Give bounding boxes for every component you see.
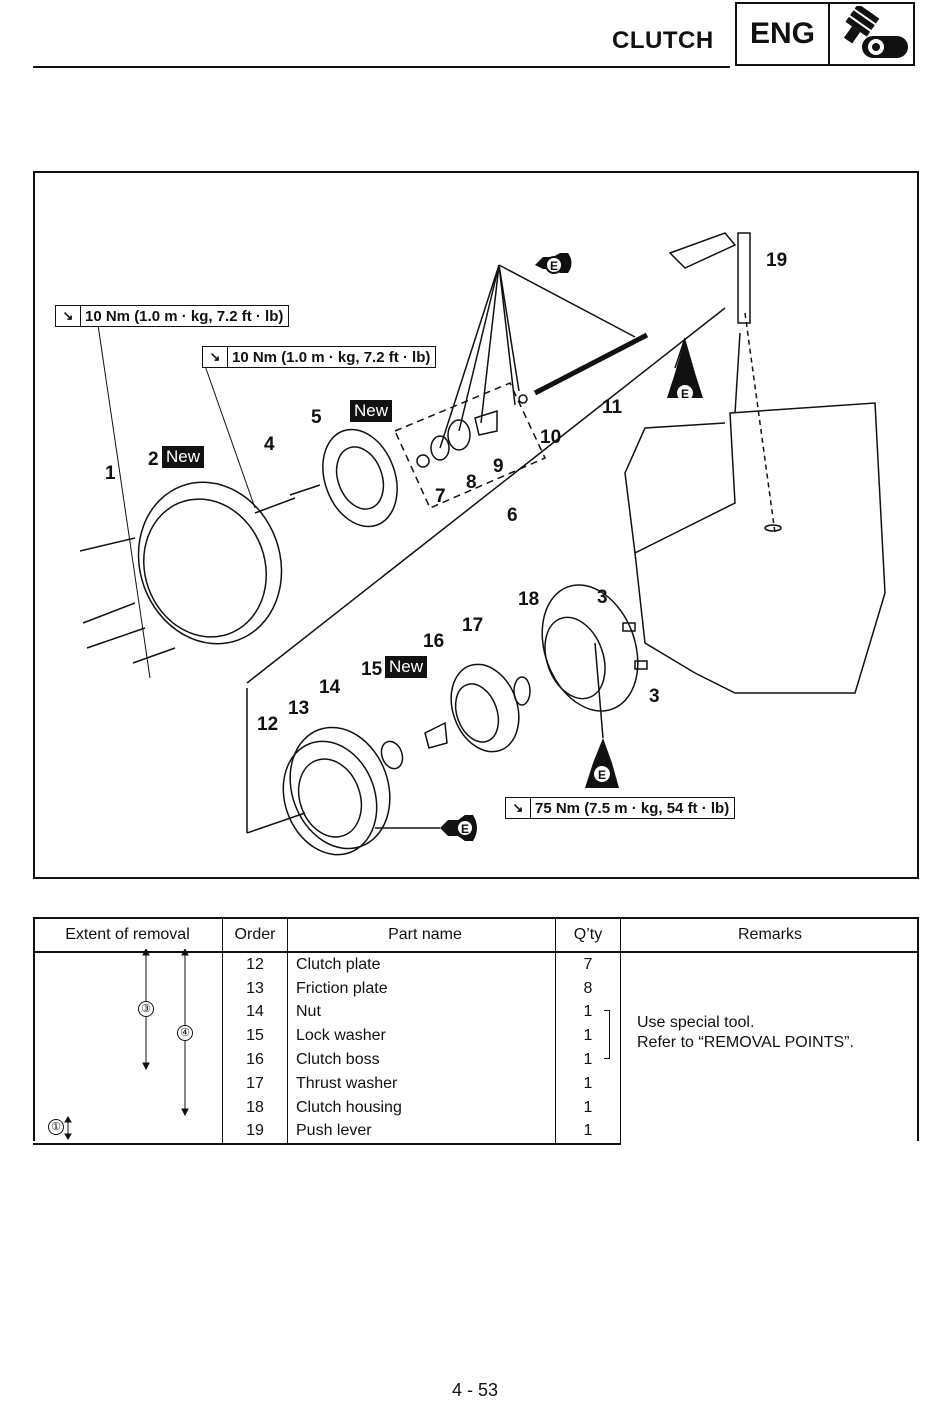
callout-18: 18 <box>518 589 539 610</box>
wrench-icon: ↘ <box>56 306 81 326</box>
col-extent: Extent of removal <box>33 917 223 953</box>
table-row: 16 Clutch boss 1 <box>33 1048 919 1072</box>
torque-label: ↘ 75 Nm (7.5 m · kg, 54 ft · lb) <box>505 797 736 819</box>
section-tab-label: ENG <box>737 4 830 64</box>
callout-12: 12 <box>257 714 278 735</box>
extent-marker: ④ <box>177 1025 193 1041</box>
extent-marker: ③ <box>138 1001 154 1017</box>
svg-text:E: E <box>598 768 606 782</box>
table-border-right <box>917 917 919 1141</box>
table-row: 13 Friction plate 8 <box>33 976 919 1001</box>
new-tag: New <box>350 400 393 422</box>
remark-line: Refer to “REMOVAL POINTS”. <box>637 1034 854 1051</box>
engine-oil-marker: E <box>667 338 703 401</box>
callout-16: 16 <box>423 631 444 652</box>
remarks-cell: Use special tool. Refer to “REMOVAL POIN… <box>620 952 919 1145</box>
new-tag: New <box>385 656 428 678</box>
callout-7: 7 <box>435 486 446 507</box>
table-row: 14 Nut 1 <box>33 1000 919 1025</box>
torque-label: ↘ 10 Nm (1.0 m · kg, 7.2 ft · lb) <box>202 346 437 368</box>
table-border-left <box>33 917 35 1141</box>
callout-5: 5 <box>311 407 322 428</box>
extent-markers: ③ ④ ① <box>35 949 220 1141</box>
col-remarks: Remarks <box>620 917 919 953</box>
callout-14: 14 <box>319 677 341 698</box>
table-row: 19 Push lever 1 <box>33 1119 919 1146</box>
col-part-name: Part name <box>287 917 556 953</box>
table-row: 12 Clutch plate 7 Use special tool. Refe… <box>33 952 919 1145</box>
removal-table: Extent of removal Order Part name Q’ty R… <box>33 917 919 1146</box>
callout-8: 8 <box>466 472 477 493</box>
header-rule <box>33 66 730 68</box>
callout-11: 11 <box>602 397 623 418</box>
callout-10: 10 <box>540 427 561 448</box>
callout-17: 17 <box>462 615 483 636</box>
callout-4: 4 <box>264 434 275 455</box>
svg-text:E: E <box>550 259 558 273</box>
callout-3b: 3 <box>649 686 660 707</box>
engine-oil-marker: E <box>440 815 477 841</box>
svg-text:E: E <box>461 822 469 836</box>
table-row: 15 Lock washer 1 <box>33 1024 919 1049</box>
diagram-drawing: E E E E 1 2 3 3 4 5 6 7 8 9 10 11 12 <box>79 232 886 856</box>
callout-13: 13 <box>288 698 309 719</box>
engine-oil-marker: E <box>585 738 619 788</box>
callout-19: 19 <box>766 250 787 271</box>
engine-icon <box>843 6 908 58</box>
wrench-icon: ↘ <box>506 798 531 818</box>
engine-oil-marker: E <box>535 253 572 274</box>
table-row: 17 Thrust washer 1 <box>33 1071 919 1096</box>
new-tag: New <box>162 446 205 468</box>
table-row: 18 Clutch housing 1 <box>33 1095 919 1120</box>
page-number: 4 - 53 <box>451 1380 499 1400</box>
callout-9: 9 <box>493 456 504 477</box>
extent-marker: ① <box>48 1119 64 1135</box>
extent-arrows <box>64 949 189 1140</box>
remarks-bracket <box>604 1010 610 1059</box>
callout-15: 15 <box>361 659 383 680</box>
wrench-icon: ↘ <box>203 347 228 367</box>
callout-2: 2 <box>148 449 159 470</box>
torque-label: ↘ 10 Nm (1.0 m · kg, 7.2 ft · lb) <box>55 305 290 327</box>
svg-text:E: E <box>681 387 689 401</box>
remark-line: Use special tool. <box>637 1014 755 1031</box>
exploded-diagram: E E E E 1 2 3 3 4 5 6 7 8 9 10 11 12 <box>33 171 919 879</box>
col-qty: Q’ty <box>555 917 621 953</box>
callout-1: 1 <box>105 463 116 484</box>
col-order: Order <box>222 917 288 953</box>
callout-3a: 3 <box>597 587 608 608</box>
section-tab: ENG <box>735 2 915 66</box>
table-header-row: Extent of removal Order Part name Q’ty R… <box>33 917 919 953</box>
callout-6: 6 <box>507 505 518 526</box>
section-title: CLUTCH <box>612 27 714 54</box>
